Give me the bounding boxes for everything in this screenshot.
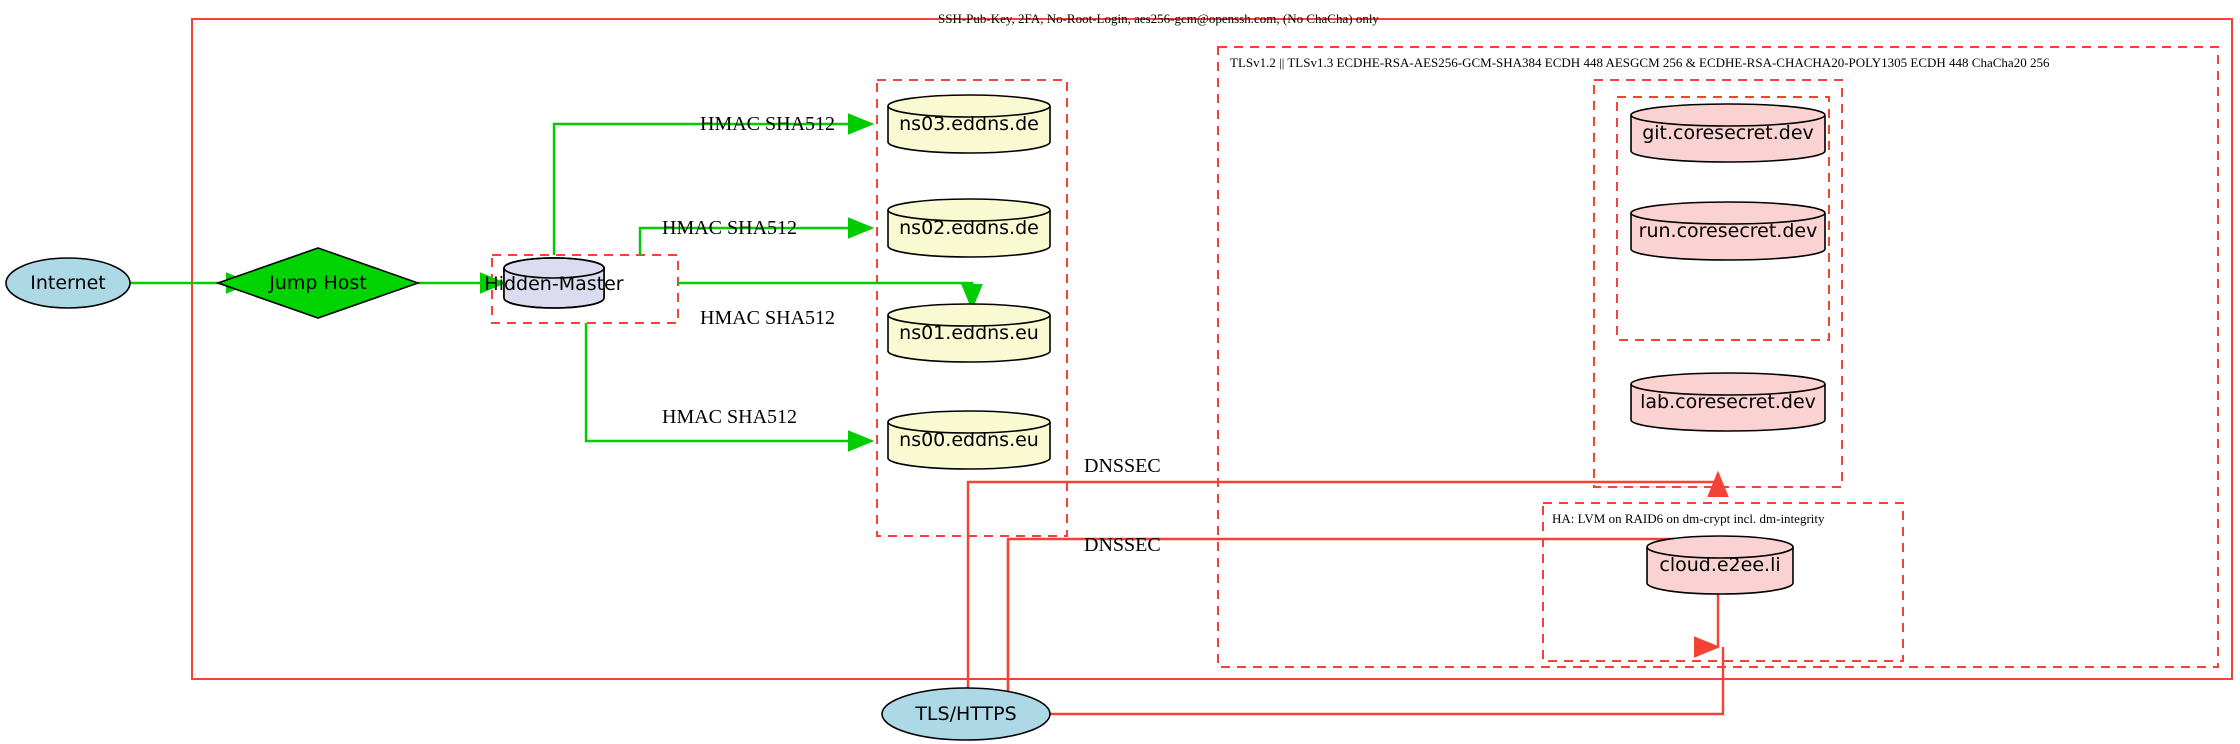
- edge-label-dnssec-upper: DNSSEC: [1084, 455, 1161, 477]
- node-git-shape[interactable]: [1630, 103, 1826, 163]
- edge-hiddenmaster-ns02: [638, 217, 875, 255]
- node-cloud-shape[interactable]: [1646, 535, 1794, 595]
- cluster-coresecret-inner-border: [1616, 96, 1830, 341]
- cluster-ns-border: [876, 79, 1068, 537]
- edge-label-hmac-ns02: HMAC SHA512: [662, 217, 798, 239]
- edge-label-dnssec-lower: DNSSEC: [1084, 534, 1161, 556]
- edge-tlshttps-services: [1050, 647, 1725, 716]
- node-run-shape[interactable]: [1630, 201, 1826, 261]
- cluster-ha-label: HA: LVM on RAID6 on dm-crypt incl. dm-in…: [1552, 511, 1825, 526]
- edge-hiddenmaster-ns03: [552, 113, 875, 255]
- node-ns02-shape[interactable]: [887, 198, 1051, 258]
- node-hidden-master-shape[interactable]: [503, 257, 605, 309]
- edge-hiddenmaster-ns01: [678, 281, 983, 311]
- node-ns00-shape[interactable]: [887, 410, 1051, 470]
- node-internet-shape[interactable]: [5, 257, 131, 309]
- cluster-tls-border: [1217, 46, 2219, 668]
- cluster-tls-label: TLSv1.2 || TLSv1.3 ECDHE-RSA-AES256-GCM-…: [1230, 55, 2050, 70]
- cluster-coresecret-outer-border: [1593, 79, 1843, 488]
- node-jumphost-shape[interactable]: [215, 247, 421, 319]
- cluster-ssh-label: SSH-Pub-Key, 2FA, No-Root-Login, aes256-…: [938, 11, 1379, 26]
- node-ns01-shape[interactable]: [887, 303, 1051, 363]
- cluster-ssh-border: [191, 18, 2233, 680]
- edge-dnssec-cloud: [1006, 537, 1720, 700]
- edge-dnssec-coresecret: [966, 470, 1729, 634]
- edge-label-hmac-ns00: HMAC SHA512: [662, 406, 798, 428]
- edge-label-hmac-ns03: HMAC SHA512: [700, 113, 836, 135]
- node-lab-shape[interactable]: [1630, 372, 1826, 432]
- node-ns03-shape[interactable]: [887, 94, 1051, 154]
- node-tlshttps-shape[interactable]: [881, 687, 1051, 741]
- edge-hiddenmaster-ns00: [584, 323, 875, 452]
- edge-label-hmac-ns01: HMAC SHA512: [700, 307, 836, 329]
- cluster-ha-border: [1542, 502, 1904, 662]
